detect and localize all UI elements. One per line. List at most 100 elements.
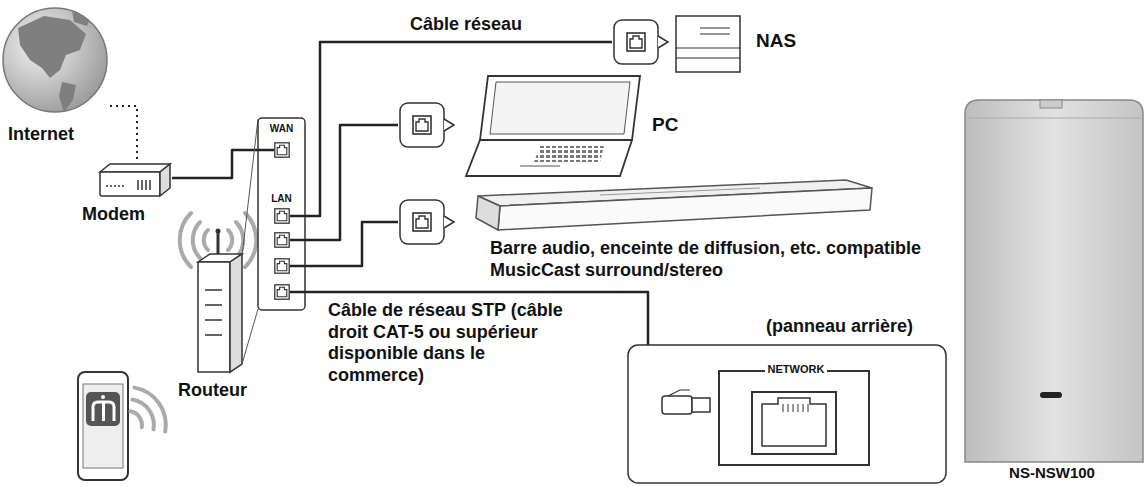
- smartphone-icon-part: [86, 392, 120, 426]
- rear-panel-callout-part: [628, 345, 946, 483]
- nas-icon: [614, 16, 740, 72]
- node-label: Modem: [82, 204, 145, 226]
- router-icon-part: [230, 254, 242, 372]
- router-icon-part: [180, 213, 257, 267]
- network-cable: [305, 222, 398, 266]
- router-icon: [180, 119, 258, 372]
- cable-label: Câble réseau: [407, 14, 525, 36]
- rear-panel-callout: [628, 345, 946, 483]
- pc-icon: [400, 76, 640, 176]
- smartphone-icon-part: [83, 384, 123, 468]
- soundbar-icon: [400, 180, 872, 244]
- nas-icon-part: [627, 33, 645, 51]
- node-label: Barre audio, enceinte de diffusion, etc.…: [490, 238, 945, 281]
- smartphone-icon-part-part: [130, 411, 141, 427]
- router-port-panel-part: [258, 150, 305, 292]
- router-port-panel-part: [275, 285, 289, 299]
- node-label: Internet: [8, 124, 74, 146]
- router-icon-part-part: [193, 222, 200, 258]
- router-icon-part: [242, 119, 258, 364]
- soundbar-icon-part: [444, 216, 454, 228]
- node-label: PC: [652, 114, 678, 137]
- pc-icon-part: [466, 140, 632, 176]
- router-port-panel-part: [275, 209, 289, 223]
- subwoofer-icon-part: [1040, 392, 1062, 398]
- modem-icon: [100, 164, 170, 196]
- rj45-plug-part: [662, 396, 692, 414]
- modem-icon-part: [100, 172, 160, 196]
- nas-icon-part: [658, 36, 668, 48]
- soundbar-device: Barre audio, enceinte de diffusion, etc.…: [398, 180, 955, 290]
- router-port-panel: [258, 118, 305, 310]
- smartphone-icon-part: [78, 372, 128, 480]
- subwoofer-icon-part: [965, 118, 1143, 119]
- pc-icon-part: [520, 165, 560, 166]
- pc-icon-part: [534, 146, 604, 162]
- router-icon-part-part: [180, 213, 191, 267]
- globe-icon-part-part: [72, 10, 92, 26]
- router-icon-part-part: [204, 230, 208, 250]
- smartphone-icon: [78, 372, 166, 480]
- globe-icon-part-part: [18, 16, 86, 78]
- cable-note: Câble de réseau STP (câble droit CAT-5 o…: [328, 300, 568, 386]
- rear-panel-callout-part: [752, 392, 836, 454]
- router-port-panel-part: [275, 143, 289, 157]
- globe-icon-part: [18, 10, 92, 112]
- modem-icon-part: [160, 164, 170, 196]
- modem-icon-part: [138, 180, 150, 190]
- router-port-panel-part: [258, 118, 305, 310]
- node-label: NETWORK: [765, 363, 828, 376]
- rj45-plug-part: [668, 390, 690, 396]
- router-port-panel-part: [275, 259, 289, 273]
- rear-panel-callout-part: [762, 398, 826, 446]
- node-label: NAS: [756, 30, 796, 53]
- pc-icon-part: [400, 103, 444, 147]
- router-icon-part: [198, 262, 230, 372]
- smartphone-icon-part: [101, 395, 105, 399]
- nas-icon-part: [676, 16, 740, 72]
- modem: Modem: [78, 162, 172, 230]
- node-label: Routeur: [178, 380, 247, 402]
- router-icon-part: [205, 290, 222, 335]
- globe-icon: [3, 8, 107, 112]
- router-icon-part-part: [245, 213, 256, 267]
- pc-icon-part: [480, 76, 640, 140]
- globe-icon-part: [3, 8, 107, 112]
- smartphone-icon-part: [130, 388, 165, 432]
- network-cable: [172, 150, 258, 178]
- internet-globe: Internet: [4, 6, 110, 148]
- modem-icon-part: [106, 185, 124, 187]
- soundbar-icon-part: [498, 188, 872, 230]
- smartphone-icon-part-part: [135, 388, 166, 432]
- globe-icon-part-part: [59, 82, 76, 112]
- pc-icon-part: [490, 82, 630, 134]
- network-port-box: NETWORK: [718, 370, 870, 466]
- rear-panel-callout-part: [783, 404, 808, 412]
- node-label: NS-NSW100: [1009, 464, 1095, 482]
- nas-icon-part: [676, 28, 740, 58]
- node-label: LAN: [271, 193, 292, 205]
- rear-panel-caption: (panneau arrière): [766, 316, 913, 338]
- smartphone-icon-part: [93, 402, 114, 421]
- pc-device: PC: [398, 72, 690, 180]
- smartphone-icon-part-part: [132, 400, 153, 430]
- nas-icon-part: [614, 20, 658, 64]
- subwoofer: NS-NSW100: [958, 96, 1146, 486]
- soundbar-icon-part: [400, 200, 444, 244]
- router-icon-part-part: [228, 230, 232, 250]
- subwoofer-icon: [965, 100, 1143, 462]
- modem-icon-part: [100, 164, 170, 172]
- router: Routeur: [168, 228, 256, 404]
- soundbar-icon-part: [600, 188, 760, 195]
- soundbar-icon-part: [476, 196, 500, 230]
- router-icon-part: [216, 229, 221, 234]
- pc-icon-part: [444, 119, 454, 131]
- router-port-panel-part: [275, 233, 289, 247]
- rj45-plug-part: [692, 398, 710, 412]
- network-cable: [110, 106, 137, 162]
- node-label: WAN: [270, 123, 293, 135]
- nas-device: NAS: [612, 10, 800, 72]
- subwoofer-icon-part: [1040, 100, 1062, 108]
- subwoofer-icon-part: [965, 100, 1143, 462]
